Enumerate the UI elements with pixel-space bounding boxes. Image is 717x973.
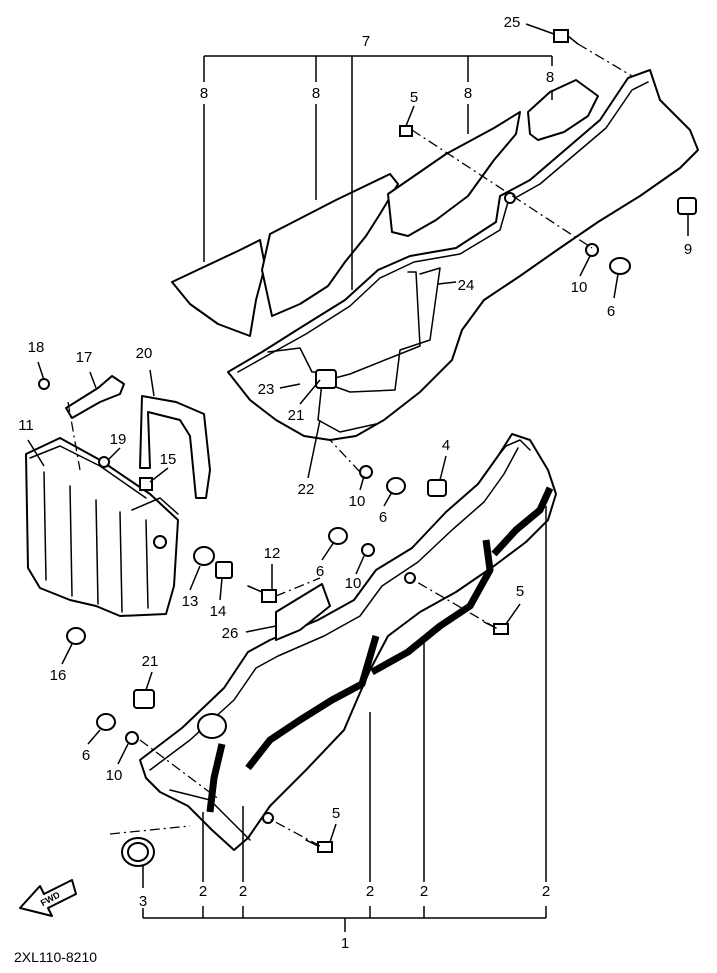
bolt-18 (38, 378, 50, 390)
screw-5-upper (399, 125, 413, 137)
callout-2: 2 (239, 883, 247, 900)
ring-3-inner (127, 842, 149, 862)
callout-10: 10 (349, 493, 366, 510)
callout-6: 6 (607, 303, 615, 320)
forward-direction-arrow: FWD (19, 879, 77, 917)
callout-8: 8 (312, 85, 320, 102)
decal-front-upper (171, 239, 266, 337)
nut-15 (139, 477, 153, 491)
callout-19: 19 (110, 431, 127, 448)
collar-10a (585, 243, 599, 257)
decal-rear-upper (387, 111, 521, 237)
lower-side-cover (139, 433, 557, 851)
callout-8: 8 (546, 69, 554, 86)
callout-10: 10 (106, 767, 123, 784)
damper-16 (66, 627, 86, 645)
callout-5: 5 (516, 583, 524, 600)
callout-20: 20 (136, 345, 153, 362)
callout-5: 5 (410, 89, 418, 106)
collar-10b (359, 465, 373, 479)
grommet-6c (328, 527, 348, 545)
damper-9 (677, 197, 697, 215)
screw-5-lower (317, 841, 333, 853)
damper-21b (133, 689, 155, 709)
grommet-6b (386, 477, 406, 495)
screw-25 (553, 29, 569, 43)
trim-stripe-set (206, 486, 554, 813)
drawing-code: 2XL110-8210 (14, 949, 97, 965)
callout-6: 6 (379, 509, 387, 526)
callout-7: 7 (362, 33, 370, 50)
callout-21: 21 (288, 407, 305, 424)
damper-4 (427, 479, 447, 497)
callout-8: 8 (464, 85, 472, 102)
damper-21a (315, 369, 337, 389)
callout-14: 14 (210, 603, 227, 620)
hardware (38, 29, 697, 867)
collar-10d (125, 731, 139, 745)
trim-stripe-4 (491, 486, 554, 557)
trim-stripe-1 (206, 743, 226, 813)
callout-21: 21 (142, 653, 159, 670)
grommet-6d (96, 713, 116, 731)
trim-stripe-3 (370, 539, 494, 676)
callout-9: 9 (684, 241, 692, 258)
trim-stripe-2 (245, 635, 380, 771)
callout-2: 2 (420, 883, 428, 900)
grommet-13 (193, 546, 215, 566)
callout-11: 11 (18, 417, 34, 434)
grommet-6a (609, 257, 631, 275)
callout-5: 5 (332, 805, 340, 822)
callout-17: 17 (76, 349, 93, 366)
callout-12: 12 (264, 545, 281, 562)
battery-bracket (65, 375, 125, 419)
callout-22: 22 (298, 481, 315, 498)
lower-cover-grommet-hole (197, 713, 227, 739)
callout-3: 3 (139, 893, 147, 910)
callout-13: 13 (182, 593, 199, 610)
callout-6: 6 (82, 747, 90, 764)
callout-18: 18 (28, 339, 45, 356)
callout-10: 10 (345, 575, 362, 592)
callout-1: 1 (341, 935, 349, 952)
bolt-hole (153, 535, 167, 549)
battery-band (139, 395, 211, 499)
callout-6: 6 (316, 563, 324, 580)
bolt-12 (261, 589, 277, 603)
callout-16: 16 (50, 667, 67, 684)
screw-5-mid (493, 623, 509, 635)
callout-23: 23 (258, 381, 275, 398)
callout-25: 25 (504, 14, 521, 31)
upper-side-cover (227, 69, 699, 441)
callout-2: 2 (199, 883, 207, 900)
collar-14 (215, 561, 233, 579)
callout-2: 2 (366, 883, 374, 900)
callout-8: 8 (200, 85, 208, 102)
callout-24: 24 (458, 277, 475, 294)
callout-15: 15 (160, 451, 177, 468)
callout-26: 26 (222, 625, 239, 642)
decal-mid-upper (261, 173, 399, 317)
leader-lines (27, 23, 689, 932)
screw-19 (98, 456, 110, 468)
decal-tail-upper (527, 79, 599, 141)
callout-10: 10 (571, 279, 588, 296)
cover-plate (275, 583, 331, 641)
callout-2: 2 (542, 883, 550, 900)
assembly-lines (67, 43, 633, 847)
collar-10c (361, 543, 375, 557)
decal-set-upper (171, 79, 599, 337)
callout-4: 4 (442, 437, 450, 454)
